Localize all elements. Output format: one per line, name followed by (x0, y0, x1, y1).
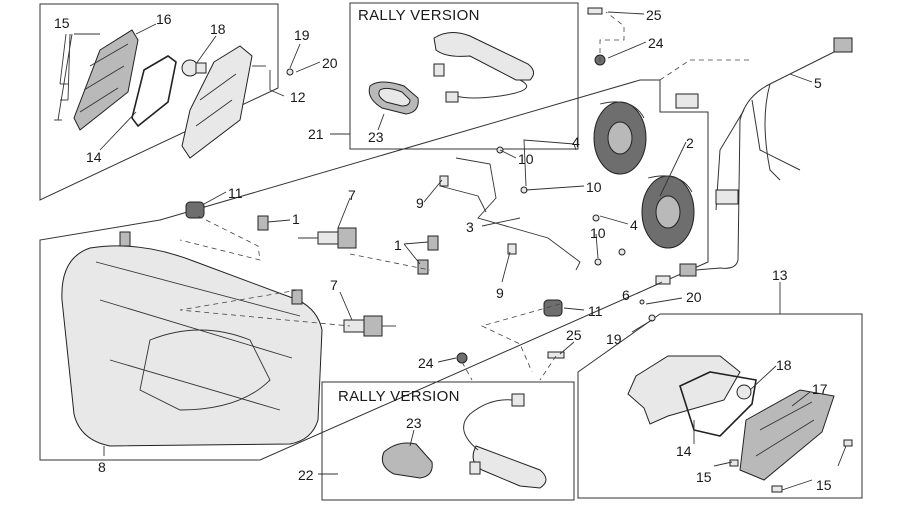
callout-21: 21 (308, 126, 324, 142)
callout-11-bottom: 11 (588, 303, 603, 319)
callout-13: 13 (772, 267, 788, 283)
socket-b (427, 235, 439, 251)
rear-light-lens (739, 389, 835, 481)
callout-19-top: 19 (294, 27, 310, 43)
headlight-bulb-lower (343, 315, 396, 337)
callout-20-bottom: 20 (686, 289, 702, 305)
callout-4-top: 4 (572, 134, 580, 150)
callout-3: 3 (466, 219, 474, 235)
grommet-lower (543, 299, 563, 317)
headlight-bulb-upper (298, 227, 357, 249)
callout-25-top: 25 (646, 7, 662, 23)
callout-23-bottom: 23 (406, 415, 422, 431)
callout-1-top: 1 (292, 211, 300, 227)
callout-4-bottom: 4 (630, 217, 638, 233)
headlight-bracket (455, 157, 581, 271)
callout-1-bottom: 1 (394, 237, 402, 253)
callout-23-top: 23 (368, 129, 384, 145)
socket-a (257, 215, 269, 231)
frame-rally-version-top (349, 2, 579, 150)
rear-light-housing (627, 355, 741, 425)
nut-24-bottom (456, 352, 468, 364)
reflector-upper (593, 101, 647, 175)
callout-18-bottom: 18 (776, 357, 792, 373)
callout-20-top: 20 (322, 55, 338, 71)
callout-15-top: 15 (54, 15, 70, 31)
callout-10-b: 10 (586, 179, 602, 195)
wiring-harness (695, 43, 851, 271)
callout-22: 22 (298, 467, 314, 483)
socket-c (417, 259, 429, 275)
callout-16: 16 (156, 11, 172, 27)
frame-tail-light-group (39, 3, 279, 201)
screw-25-top (587, 7, 603, 15)
turn-signal-top (433, 32, 534, 81)
tail-light-lens (73, 29, 139, 131)
rally-version-title-top: RALLY VERSION (358, 7, 480, 24)
callout-10-c: 10 (590, 225, 606, 241)
rubber-pad-bottom (381, 442, 433, 479)
callout-14-bottom: 14 (676, 443, 692, 459)
callout-9-top: 9 (416, 195, 424, 211)
callout-8: 8 (98, 459, 106, 475)
rally-version-title-bottom: RALLY VERSION (338, 388, 460, 405)
frame-headlight-group (39, 79, 709, 461)
callout-7-top: 7 (348, 187, 356, 203)
callout-19-bottom: 19 (606, 331, 622, 347)
grommet-upper (185, 201, 205, 219)
reflector-lower (641, 175, 695, 249)
callout-6: 6 (622, 287, 630, 303)
tail-light-housing (181, 45, 253, 159)
callout-9-bottom: 9 (496, 285, 504, 301)
callout-25-bottom: 25 (566, 327, 582, 343)
callout-15-bottom-left: 15 (696, 469, 712, 485)
callout-14-top: 14 (86, 149, 102, 165)
callout-11-top: 11 (228, 185, 243, 201)
callout-2: 2 (686, 135, 694, 151)
callout-5: 5 (814, 75, 822, 91)
callout-17: 17 (812, 381, 828, 397)
callout-18-top: 18 (210, 21, 226, 37)
screw-25-bottom (547, 351, 565, 359)
turn-signal-bottom (472, 445, 547, 489)
callout-15-bottom-right: 15 (816, 477, 832, 493)
callout-12: 12 (290, 89, 306, 105)
callout-7-bottom: 7 (330, 277, 338, 293)
callout-24-bottom: 24 (418, 355, 434, 371)
callout-10-a: 10 (518, 151, 534, 167)
rear-light-bulb (736, 384, 752, 400)
callout-24-top: 24 (648, 35, 664, 51)
headlight-assembly (61, 245, 323, 447)
tail-light-gasket (131, 55, 177, 128)
frame-rally-version-bottom (321, 381, 575, 501)
